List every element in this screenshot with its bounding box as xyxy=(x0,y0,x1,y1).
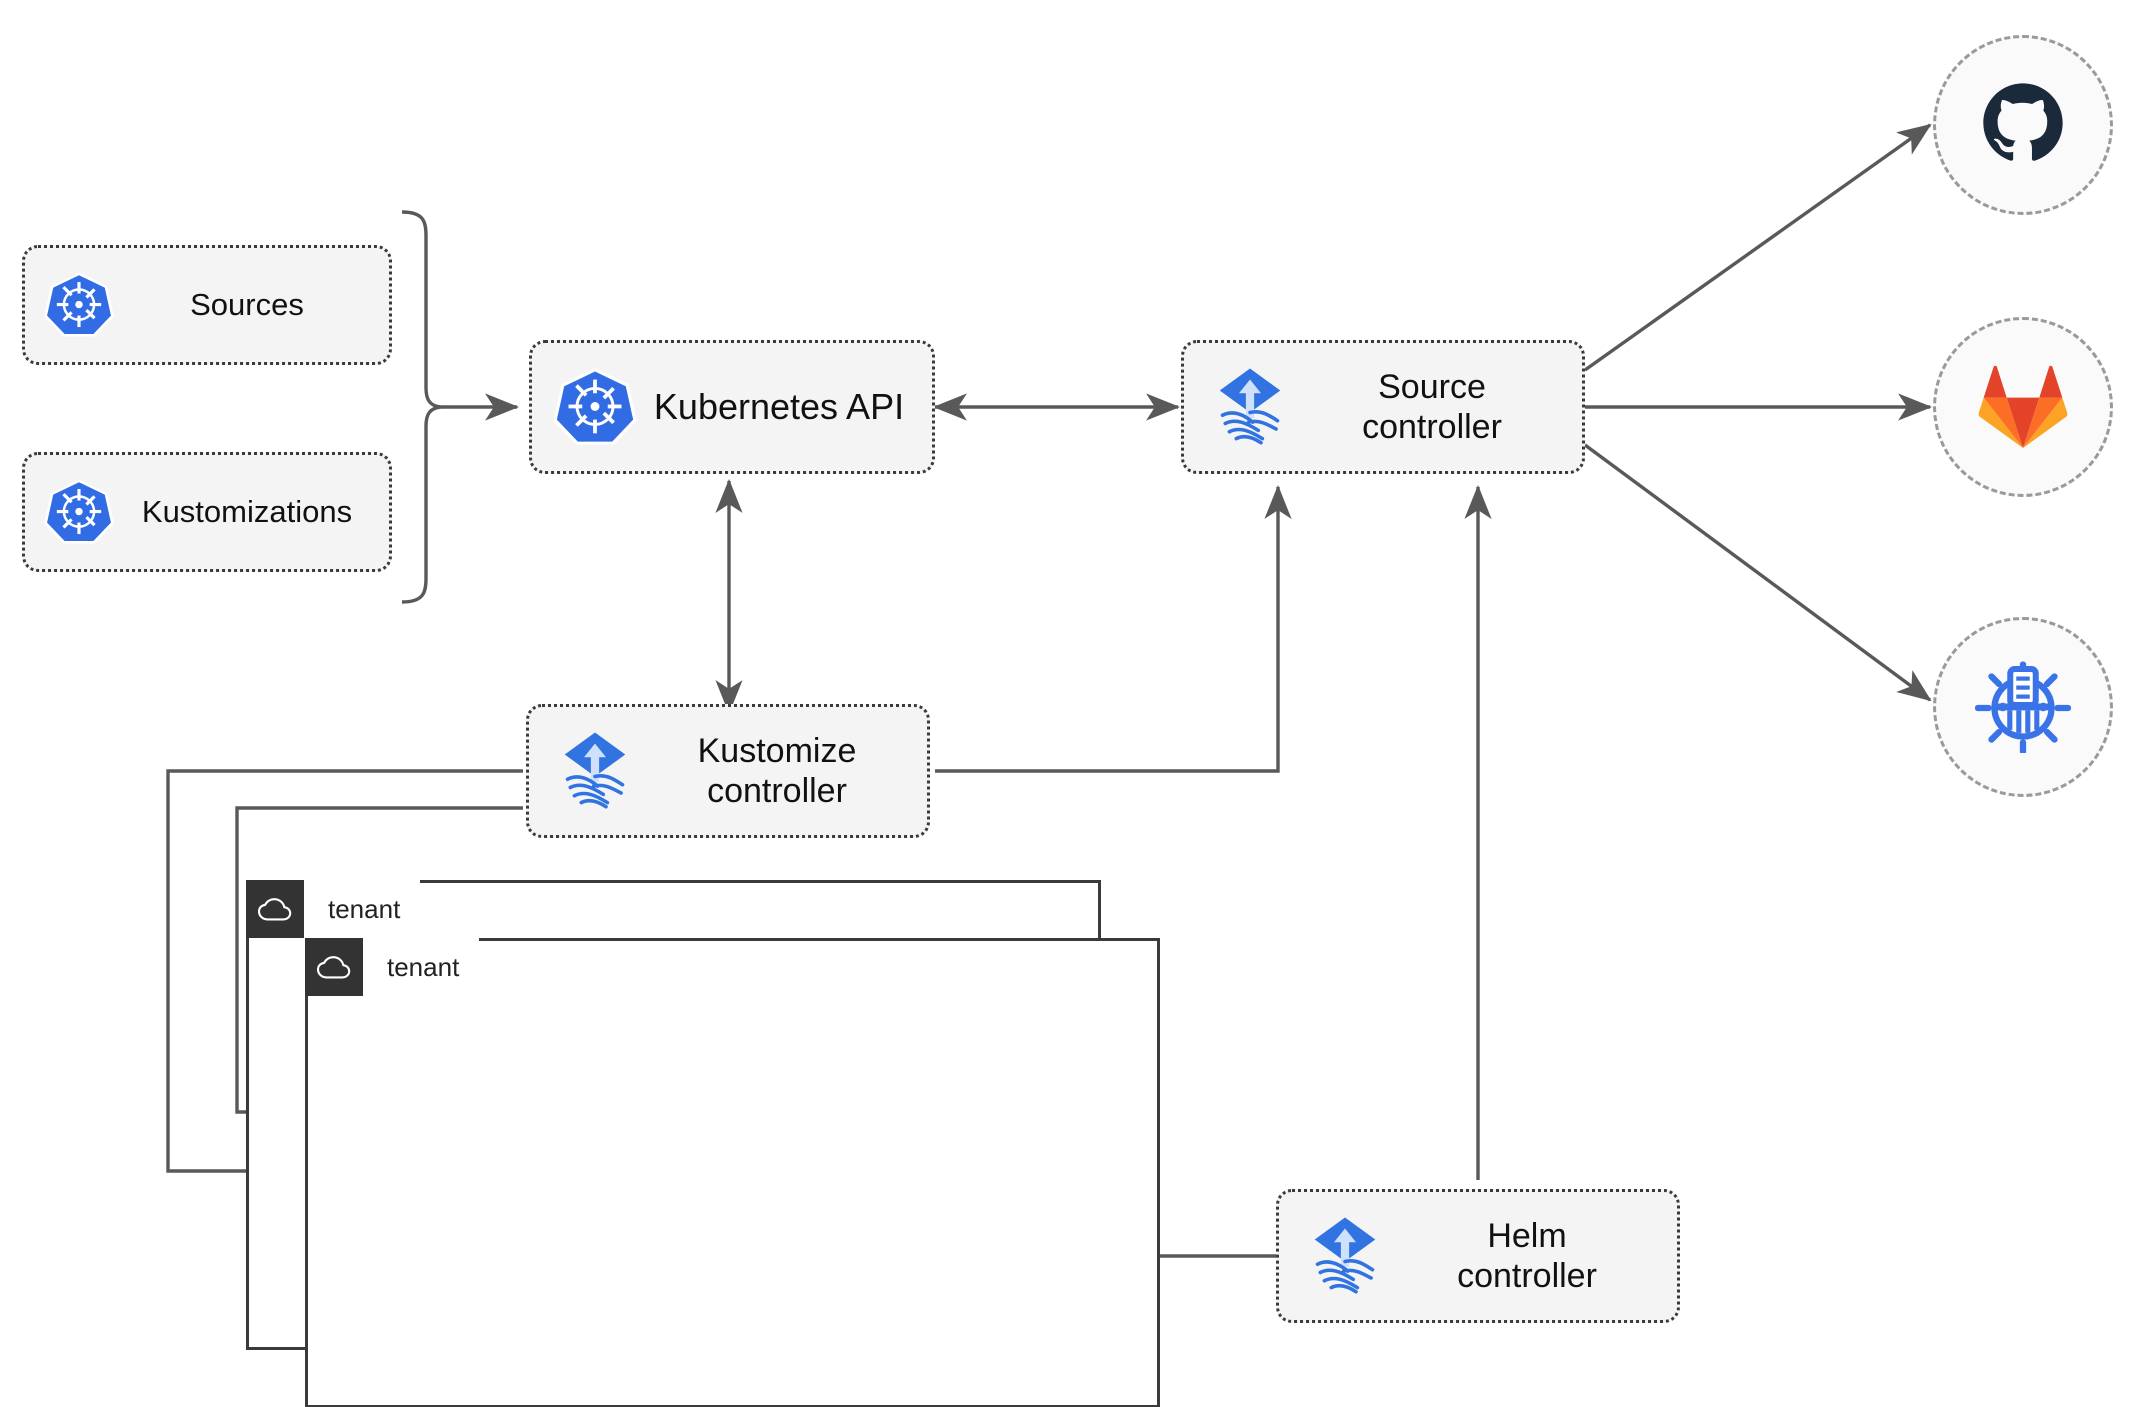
flux-icon xyxy=(551,727,639,815)
node-helm-controller[interactable]: Helm controller xyxy=(1276,1189,1680,1323)
flux-icon xyxy=(1301,1212,1389,1300)
gitlab-icon xyxy=(1975,359,2071,456)
cloud-icon xyxy=(246,880,304,938)
node-label: Helm controller xyxy=(1457,1216,1597,1295)
edge-crd-bracket xyxy=(401,210,442,604)
edge-source-to-github xyxy=(1584,123,1932,372)
node-label: Kubernetes API xyxy=(653,385,905,427)
edge-source-to-helmrepo xyxy=(1583,443,1932,702)
node-kustomizations[interactable]: Kustomizations xyxy=(22,452,392,572)
kubernetes-icon xyxy=(552,364,638,450)
flux-icon xyxy=(1206,363,1294,451)
node-kustomize-controller[interactable]: Kustomize controller xyxy=(526,704,930,838)
helm-repository-icon xyxy=(1974,657,2072,758)
github-icon xyxy=(1976,76,2070,175)
node-sources[interactable]: Sources xyxy=(22,245,392,365)
node-source-controller[interactable]: Source controller xyxy=(1181,340,1585,474)
external-source-helm-repository[interactable] xyxy=(1933,617,2113,797)
tenant-box-front: tenant xyxy=(305,938,1160,1407)
node-label: Kustomize controller xyxy=(697,731,857,810)
node-label: Kustomizations xyxy=(141,493,353,529)
node-label: Sources xyxy=(190,286,304,322)
external-source-github[interactable] xyxy=(1933,35,2113,215)
edge-kustomize-to-source xyxy=(935,484,1292,773)
cloud-icon xyxy=(305,938,363,996)
node-kubernetes-api[interactable]: Kubernetes API xyxy=(529,340,935,474)
node-label: Source controller xyxy=(1362,367,1502,446)
kubernetes-icon xyxy=(43,269,115,341)
tenant-header-back: tenant xyxy=(246,880,421,938)
external-source-gitlab[interactable] xyxy=(1933,317,2113,497)
kubernetes-icon xyxy=(43,476,115,548)
tenant-label: tenant xyxy=(363,938,480,996)
tenant-label: tenant xyxy=(304,880,421,938)
tenant-header-front: tenant xyxy=(305,938,480,996)
